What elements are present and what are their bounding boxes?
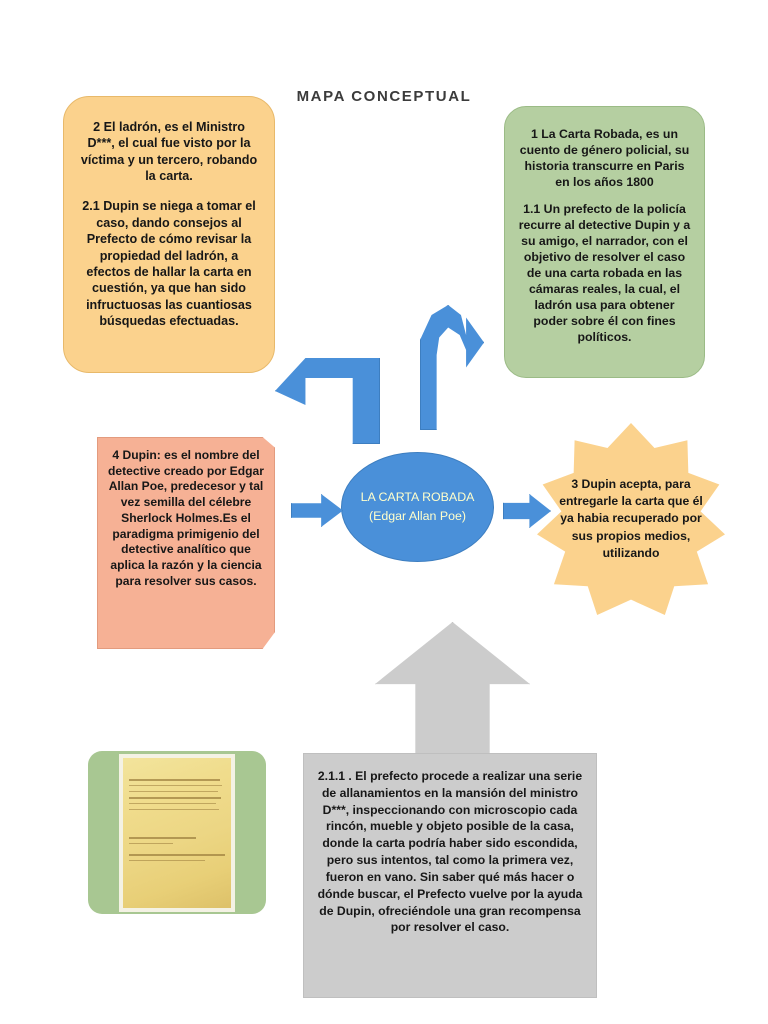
node-central-topic[interactable]: LA CARTA ROBADA (Edgar Allan Poe) — [341, 452, 494, 562]
node-raids[interactable]: 2.1.1 . El prefecto procede a realizar u… — [303, 753, 597, 998]
node-story[interactable]: 1 La Carta Robada, es un cuento de géner… — [504, 106, 705, 378]
node-raids-text: 2.1.1 . El prefecto procede a realizar u… — [317, 769, 583, 935]
node-central-topic-label: LA CARTA ROBADA (Edgar Allan Poe) — [360, 489, 475, 523]
right-arrow-to-star-icon — [503, 494, 551, 528]
node-story-paragraph-2: 1.1 Un prefecto de la policía recurre al… — [518, 201, 691, 344]
node-dupin-text: 4 Dupin: es el nombre del detective crea… — [108, 448, 264, 588]
node-story-paragraph-1: 1 La Carta Robada, es un cuento de géner… — [519, 127, 690, 189]
node-accept-star[interactable]: 3 Dupin acepta, para entregarle la carta… — [537, 423, 725, 615]
right-arrow-to-center-icon — [291, 494, 343, 527]
elbow-arrow-up-left-icon — [275, 358, 380, 444]
elbow-arrow-up-right-icon — [420, 305, 484, 430]
stolen-letter-photo — [123, 757, 231, 908]
node-thief[interactable]: 2 El ladrón, es el Ministro D***, el cua… — [63, 96, 275, 373]
node-thief-paragraph-2: 2.1 Dupin se niega a tomar el caso, dand… — [82, 199, 256, 328]
letter-image-frame — [88, 751, 266, 914]
node-dupin[interactable]: 4 Dupin: es el nombre del detective crea… — [97, 437, 275, 649]
node-accept-text: 3 Dupin acepta, para entregarle la carta… — [559, 476, 703, 560]
page-title: MAPA CONCEPTUAL — [296, 88, 472, 105]
node-thief-paragraph-1: 2 El ladrón, es el Ministro D***, el cua… — [80, 120, 258, 184]
up-arrow-icon — [375, 622, 530, 757]
